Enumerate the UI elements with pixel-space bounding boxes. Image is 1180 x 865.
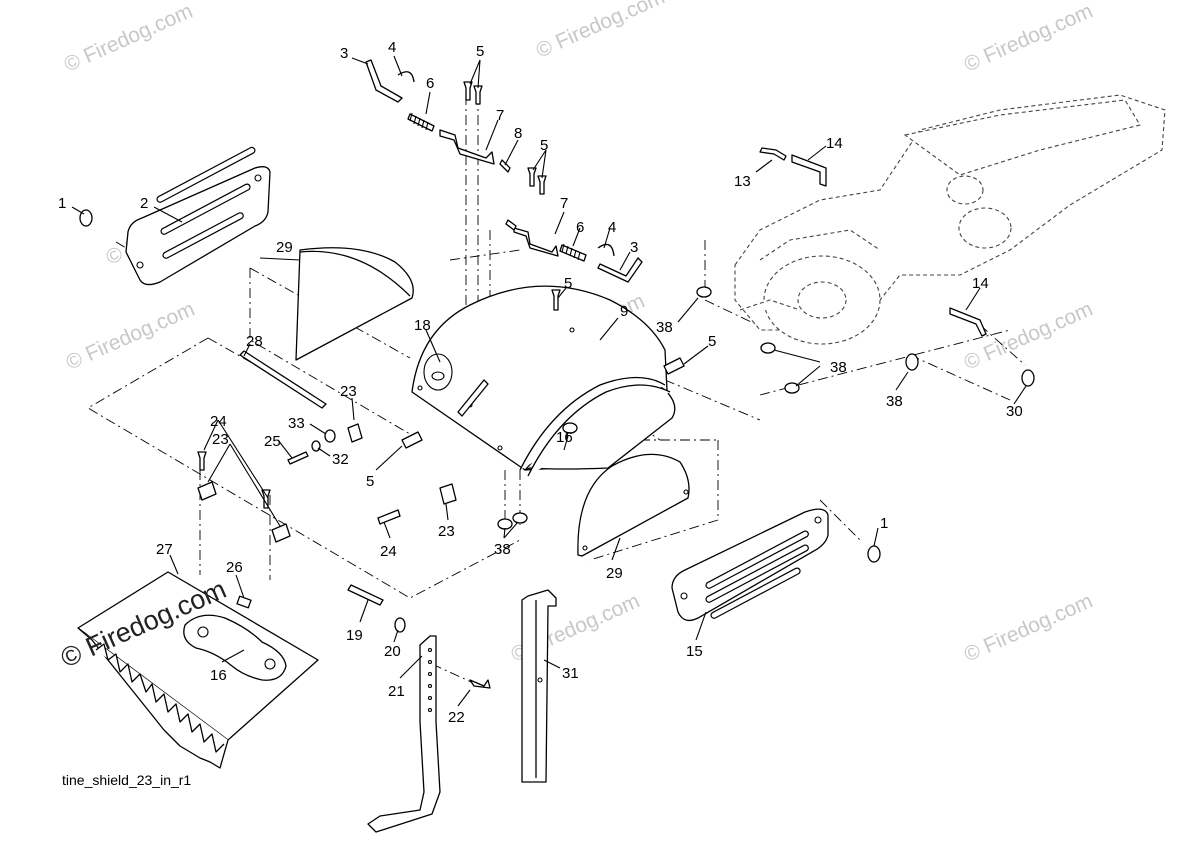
- callout-16: 16: [556, 429, 573, 446]
- watermark: © Firedog.com: [961, 0, 1096, 77]
- diagram-caption: tine_shield_23_in_r1: [62, 772, 192, 788]
- flap-left: [295, 247, 414, 361]
- callout-38: 38: [830, 359, 847, 376]
- callout-28: 28: [246, 333, 263, 350]
- callout-1: 1: [880, 515, 888, 532]
- callout-30: 30: [1006, 403, 1023, 420]
- watermark: © Firedog.com: [961, 589, 1096, 666]
- callout-20: 20: [384, 643, 401, 660]
- callout-1: 1: [58, 195, 66, 212]
- callout-5: 5: [708, 333, 716, 350]
- callout-8: 8: [514, 125, 522, 142]
- callout-31: 31: [562, 665, 579, 682]
- callout-26: 26: [226, 559, 243, 576]
- callout-7: 7: [560, 195, 568, 212]
- callout-14: 14: [826, 135, 843, 152]
- tine-shield: [411, 285, 676, 477]
- callout-23: 23: [438, 523, 455, 540]
- watermark: © Firedog.com: [63, 297, 198, 374]
- callout-24: 24: [380, 543, 397, 560]
- callouts: 1 1 2 3 3 4 4 5 5 5 5 5 6 6 7 7 8 9 13 1…: [58, 39, 1023, 726]
- callout-6: 6: [576, 219, 584, 236]
- callout-33: 33: [288, 415, 305, 432]
- callout-4: 4: [388, 39, 396, 56]
- callout-16: 16: [210, 667, 227, 684]
- callout-38: 38: [494, 541, 511, 558]
- callout-3: 3: [630, 239, 638, 256]
- callout-4: 4: [608, 219, 616, 236]
- callout-5: 5: [476, 43, 484, 60]
- small-parts: [79, 59, 1035, 833]
- callout-23: 23: [212, 431, 229, 448]
- callout-38: 38: [886, 393, 903, 410]
- callout-19: 19: [346, 627, 363, 644]
- callout-21: 21: [388, 683, 405, 700]
- watermark: © Firedog.com: [533, 0, 668, 63]
- callout-9: 9: [620, 303, 628, 320]
- callout-2: 2: [140, 195, 148, 212]
- leader-lines: [71, 55, 1027, 707]
- callout-23: 23: [340, 383, 357, 400]
- callout-24: 24: [210, 413, 227, 430]
- callout-3: 3: [340, 45, 348, 62]
- callout-38: 38: [656, 319, 673, 336]
- callout-5: 5: [564, 275, 572, 292]
- callout-29: 29: [276, 239, 293, 256]
- callout-7: 7: [496, 107, 504, 124]
- callout-29: 29: [606, 565, 623, 582]
- callout-14: 14: [972, 275, 989, 292]
- callout-18: 18: [414, 317, 431, 334]
- callout-6: 6: [426, 75, 434, 92]
- watermark: © Firedog.com: [961, 297, 1096, 374]
- callout-32: 32: [332, 451, 349, 468]
- callout-5: 5: [540, 137, 548, 154]
- deflector-plate: [77, 571, 319, 769]
- side-plate-right: [671, 508, 829, 622]
- callout-13: 13: [734, 173, 751, 190]
- flap-right: [577, 453, 690, 557]
- callout-15: 15: [686, 643, 703, 660]
- callout-27: 27: [156, 541, 173, 558]
- watermark: © Firedog.com: [61, 0, 196, 77]
- callout-25: 25: [264, 433, 281, 450]
- callout-5: 5: [366, 473, 374, 490]
- callout-22: 22: [448, 709, 465, 726]
- tiller-frame-outline: [734, 94, 1166, 345]
- side-plate-left: [125, 146, 271, 286]
